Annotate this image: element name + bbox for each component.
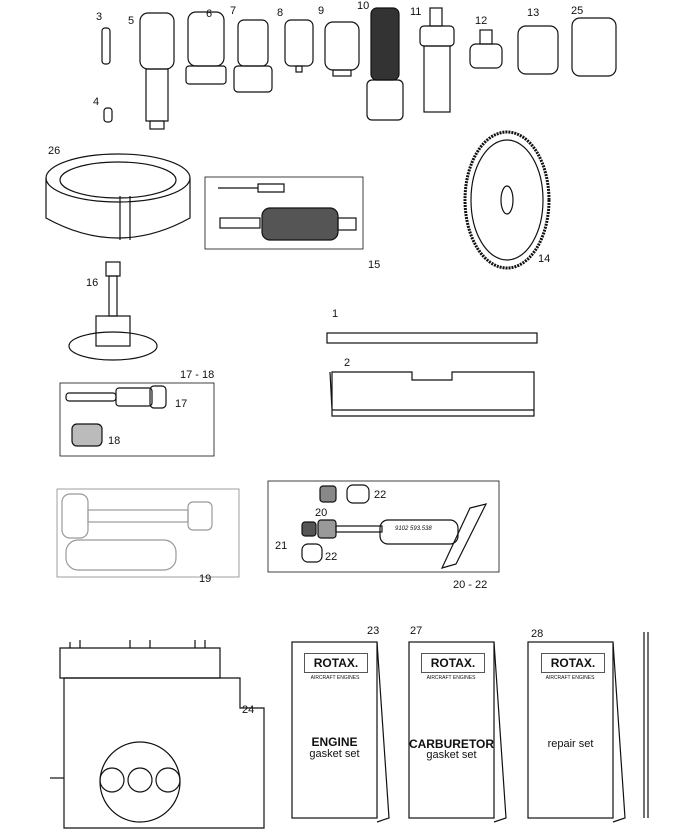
callout-18: 18: [108, 435, 121, 447]
callout-23: 23: [367, 625, 380, 637]
callout-2: 2: [344, 357, 351, 369]
tool-marking: 9102 593.538: [395, 526, 432, 532]
part-7: [233, 19, 273, 93]
callout-15: 15: [368, 259, 381, 271]
part-19-box: [56, 488, 240, 578]
part-20-22: [301, 484, 488, 569]
callout-19: 19: [199, 573, 212, 585]
callout-3: 3: [96, 11, 103, 23]
part-19: [61, 493, 213, 571]
callout-5: 5: [128, 15, 135, 27]
booklet-title: CARBURETOR: [408, 737, 495, 751]
callout-7: 7: [230, 5, 237, 17]
part-20-22-box: [267, 480, 500, 573]
callout-20: 20: [315, 507, 328, 519]
callout-8: 8: [277, 7, 284, 19]
booklet-type: repair set: [547, 738, 594, 750]
part-6: [185, 11, 227, 85]
rotax-logo: ROTAX.: [421, 653, 485, 673]
callout-6: 6: [206, 8, 213, 20]
part-24: [50, 640, 265, 829]
booklet-subtitle: AIRCRAFT ENGINES: [426, 675, 476, 681]
part-9: [324, 21, 360, 77]
callout-28: 28: [531, 628, 544, 640]
callout-13: 13: [527, 7, 540, 19]
callout-21: 21: [275, 540, 288, 552]
callout-9: 9: [318, 5, 325, 17]
part-1: [326, 332, 538, 344]
callout-22a: 22: [374, 489, 387, 501]
part-3: [101, 27, 111, 65]
callout-25: 25: [571, 5, 584, 17]
part-16: [68, 261, 158, 361]
callout-11: 11: [410, 6, 422, 18]
part-8: [284, 19, 314, 73]
part-2: [329, 371, 535, 417]
callout-12: 12: [475, 15, 488, 27]
booklet-subtitle: AIRCRAFT ENGINES: [310, 675, 360, 681]
callout-17-18: 17 - 18: [180, 369, 215, 381]
booklet-title: ENGINE: [311, 735, 358, 749]
part-26: [45, 153, 191, 240]
rotax-logo: ROTAX.: [541, 653, 605, 673]
part-18: [71, 423, 103, 447]
callout-22b: 22: [325, 551, 338, 563]
part-10: [366, 7, 404, 121]
rotax-logo: ROTAX.: [304, 653, 368, 673]
part-25: [571, 17, 617, 77]
part-4: [103, 107, 113, 123]
part-17: [65, 385, 167, 409]
booklets: [291, 632, 649, 823]
callout-26: 26: [48, 145, 61, 157]
part-12: [469, 29, 503, 69]
callout-27: 27: [410, 625, 423, 637]
callout-10: 10: [357, 0, 370, 12]
part-15-box: [204, 176, 364, 250]
part-17-18-box: [59, 382, 215, 457]
booklet-type: gasket set: [309, 748, 360, 760]
part-5: [139, 12, 175, 130]
callout-14: 14: [538, 253, 551, 265]
part-13: [517, 25, 559, 75]
callout-16: 16: [86, 277, 99, 289]
part-11: [419, 7, 455, 113]
callout-1: 1: [332, 308, 339, 320]
booklet-type: gasket set: [426, 749, 477, 761]
callout-4: 4: [93, 96, 100, 108]
part-14: [463, 130, 551, 270]
part-15: [218, 183, 357, 241]
callout-24: 24: [242, 704, 255, 716]
callout-20-22: 20 - 22: [453, 579, 488, 591]
booklet-subtitle: AIRCRAFT ENGINES: [545, 675, 595, 681]
callout-17: 17: [175, 398, 188, 410]
